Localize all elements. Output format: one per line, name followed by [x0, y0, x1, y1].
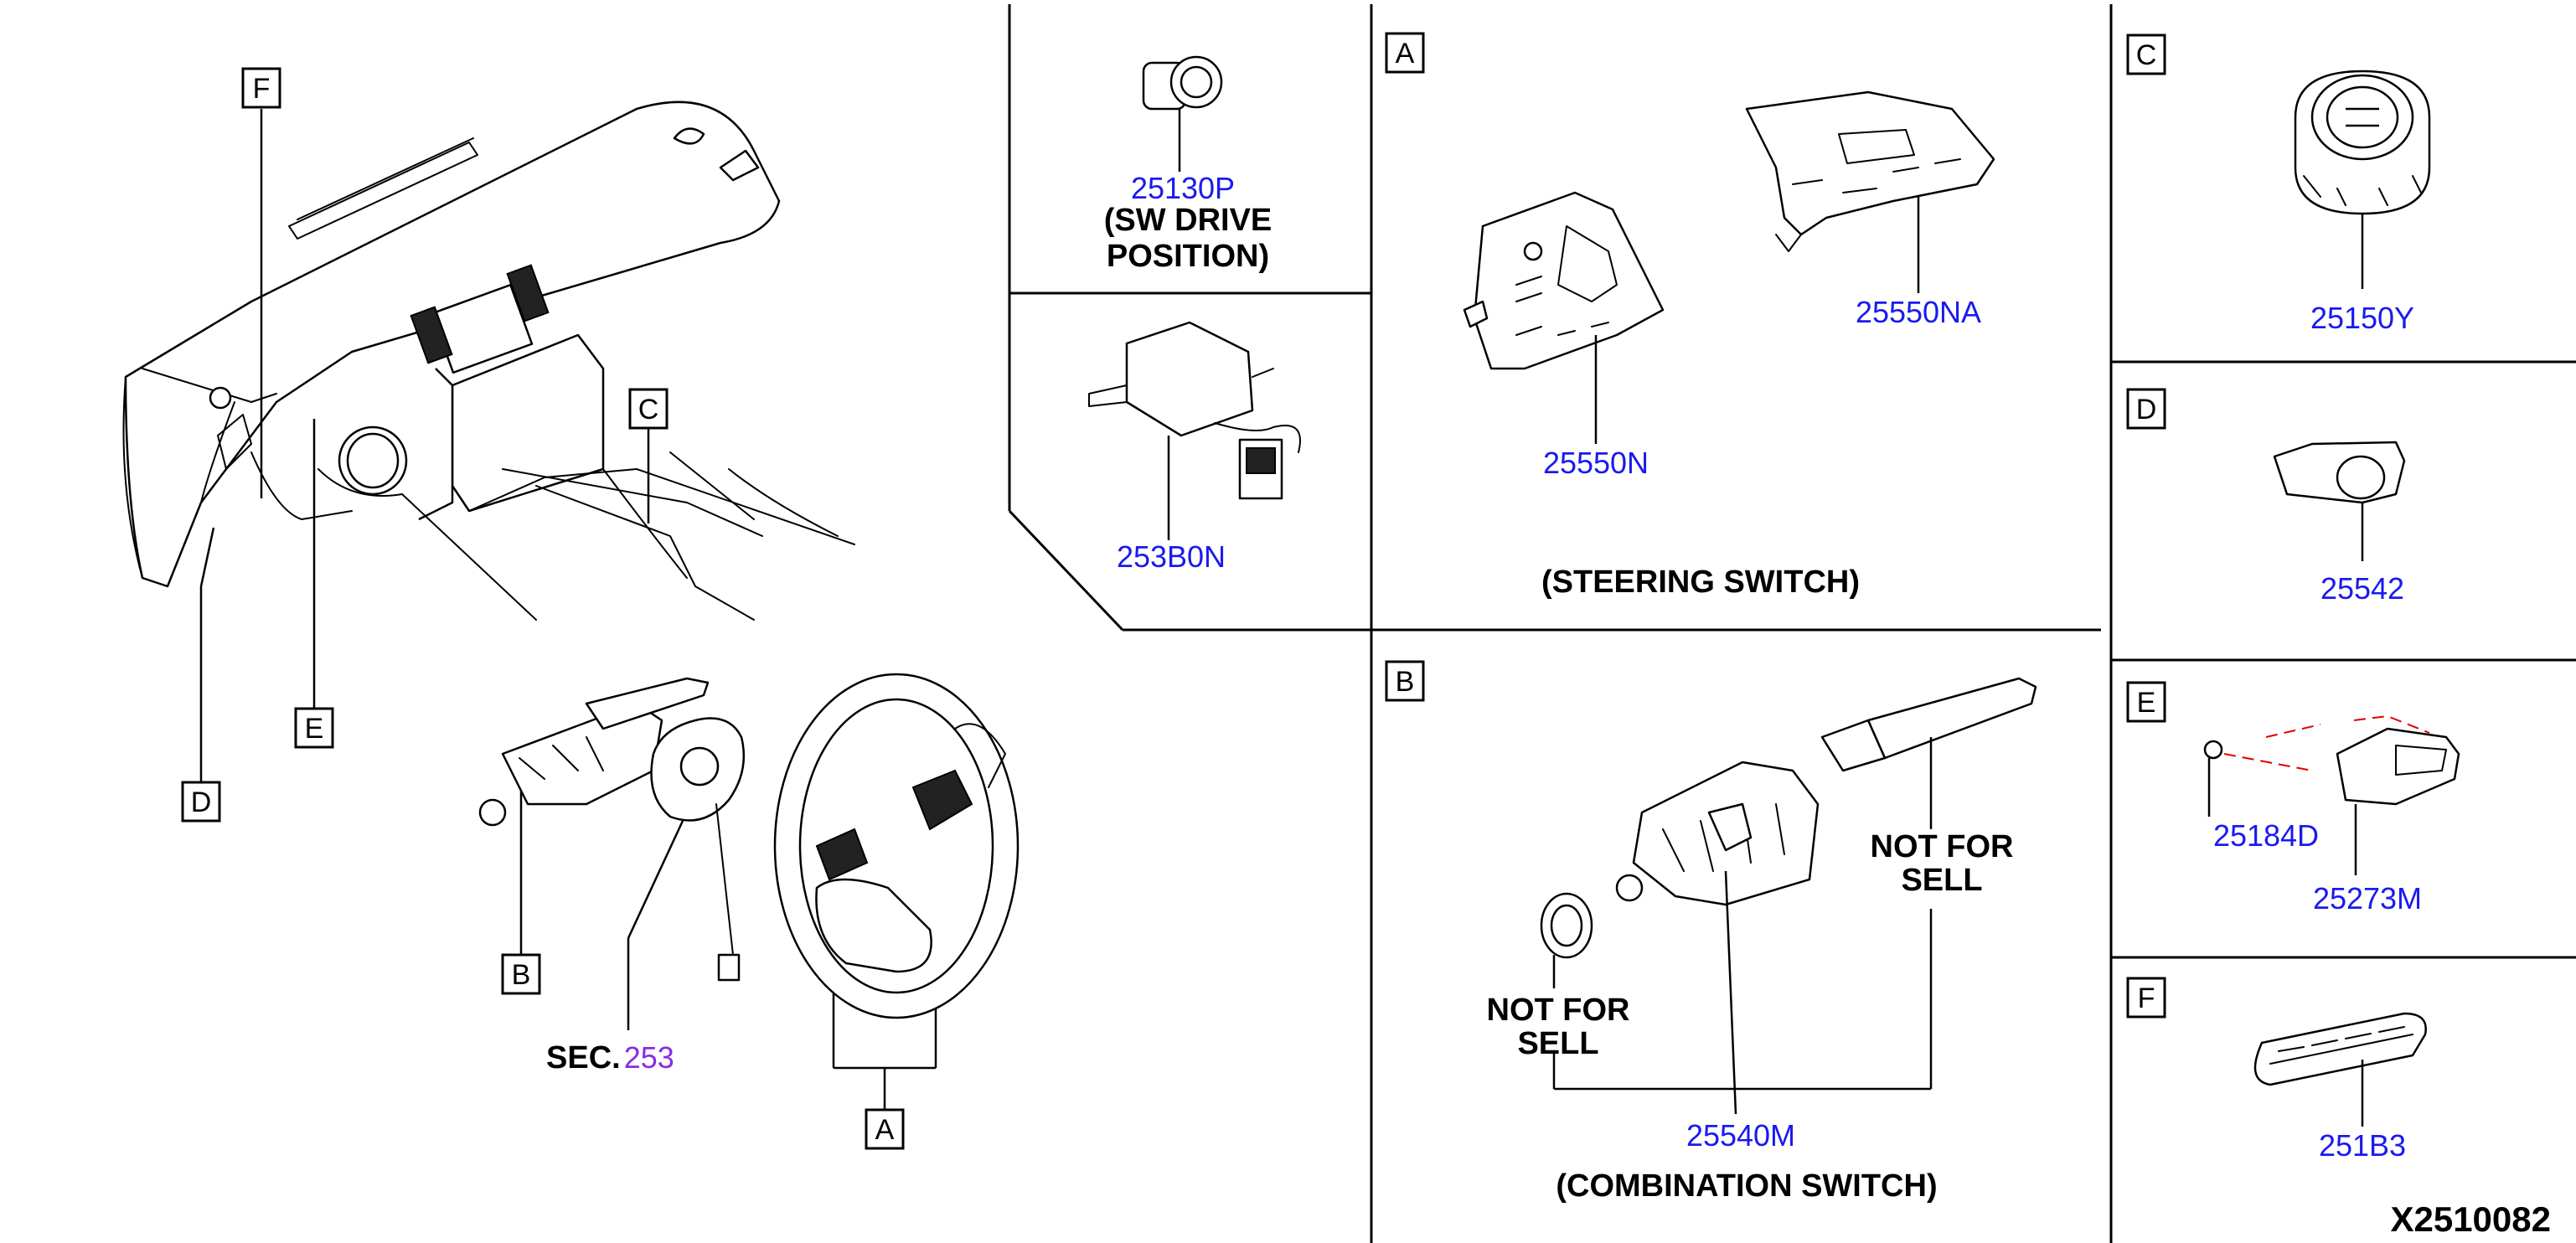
not-for-sell-left-line1: NOT FOR — [1487, 993, 1630, 1028]
part-number-25550n: 25550N — [1543, 446, 1649, 480]
dashboard-illustration — [122, 101, 855, 621]
combination-switch-panel: B NOT FOR SELL NOT FOR SELL 25540M (COMB… — [1385, 660, 2037, 1204]
panel-e-label: E — [2137, 687, 2156, 719]
callout-a: A — [875, 1114, 895, 1146]
panel-dividers — [1008, 4, 2576, 1243]
panel-a-label: A — [1396, 38, 1415, 70]
part-number-25184d: 25184D — [2213, 818, 2319, 853]
callout-e: E — [305, 713, 324, 745]
sw-drive-caption-line2: POSITION) — [1107, 239, 1269, 274]
module-253b0n-panel: 253B0N — [1088, 321, 1301, 574]
combination-switch-small — [478, 677, 710, 827]
not-for-sell-right-line1: NOT FOR — [1871, 829, 2014, 864]
sec-number: 253 — [624, 1040, 674, 1075]
part-number-25273m: 25273M — [2313, 881, 2422, 915]
sw-drive-position-panel: 25130P (SW DRIVE POSITION) — [1104, 55, 1273, 274]
callout-d: D — [191, 787, 212, 818]
part-25273m-panel: E 25184D 25273M — [2126, 681, 2460, 915]
part-number-25542: 25542 — [2320, 571, 2404, 606]
combination-switch-caption: (COMBINATION SWITCH) — [1556, 1168, 1937, 1204]
not-for-sell-left-line2: SELL — [1517, 1026, 1598, 1061]
callout-c: C — [638, 394, 659, 426]
part-251b3-panel: F 251B3 — [2126, 977, 2427, 1163]
steering-switch-panel: A 25550N 25550NA (STEERING SWITCH) — [1385, 32, 1995, 600]
panel-b-label: B — [1396, 666, 1415, 698]
panel-c-label: C — [2136, 39, 2157, 71]
panel-d-label: D — [2136, 394, 2157, 426]
spiral-cable-small — [650, 717, 746, 982]
part-number-253b0n: 253B0N — [1117, 539, 1226, 574]
part-25542-panel: D 25542 — [2126, 388, 2406, 606]
part-number-251b3: 251B3 — [2319, 1128, 2406, 1163]
sec-prefix: SEC. — [546, 1040, 621, 1075]
part-number-25550na: 25550NA — [1856, 295, 1981, 329]
part-number-25130p: 25130P — [1131, 171, 1235, 205]
sw-drive-caption-line1: (SW DRIVE — [1104, 203, 1273, 238]
callout-f: F — [253, 73, 271, 105]
sec-reference: SEC. 253 — [546, 1040, 674, 1075]
part-number-25150y: 25150Y — [2310, 301, 2414, 335]
panel-f-label: F — [2138, 983, 2155, 1014]
steering-wheel-small — [773, 673, 1020, 1019]
diagram-id: X2510082 — [2390, 1199, 2551, 1239]
callout-b: B — [512, 959, 531, 991]
part-25150y-panel: C 25150Y — [2126, 34, 2431, 335]
not-for-sell-right-line2: SELL — [1901, 863, 1982, 898]
part-number-25540m: 25540M — [1686, 1118, 1795, 1153]
steering-switch-caption: (STEERING SWITCH) — [1541, 565, 1860, 600]
